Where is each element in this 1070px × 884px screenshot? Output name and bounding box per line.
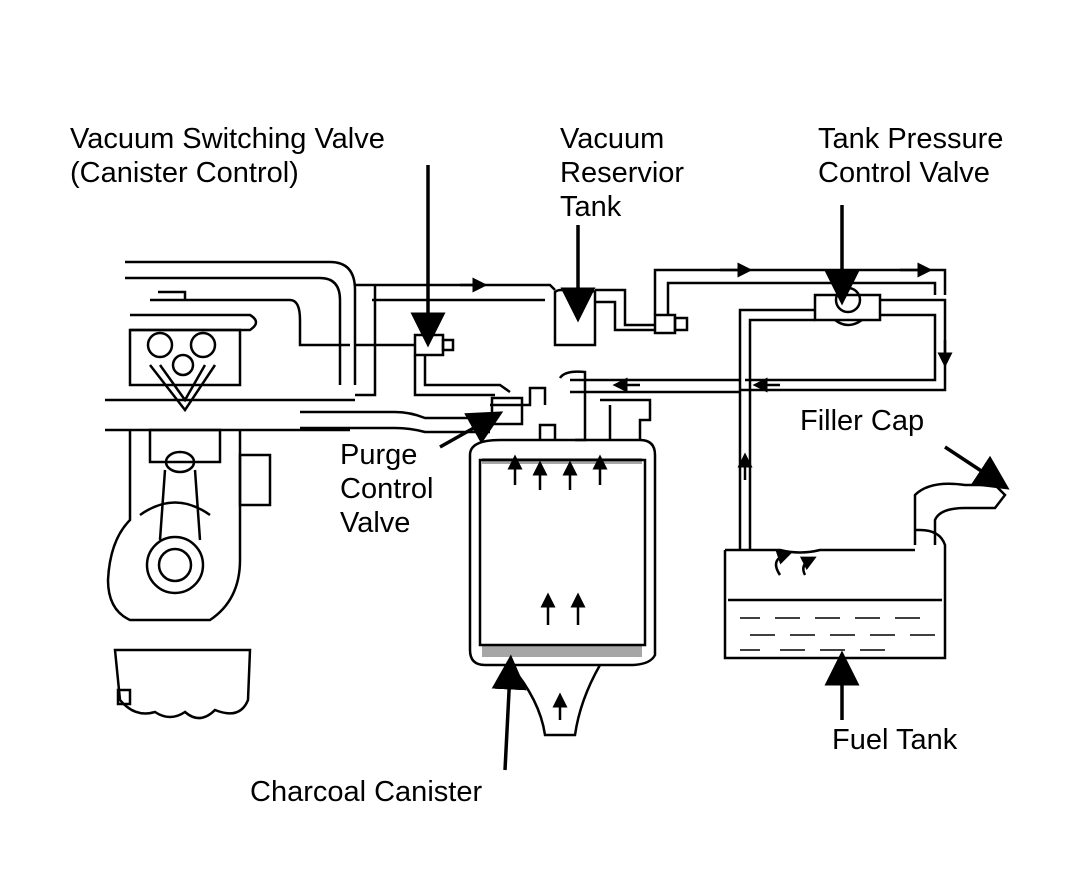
fuel-tank-label-line-1: Fuel Tank [832,724,958,756]
charcoal-canister-drawing [468,370,657,737]
tank-valve-label-line-2: Control Valve [818,157,990,189]
reservoir-label-line-2: Reservior [560,157,685,189]
vsv-label-line-2: (Canister Control) [70,157,299,189]
purge-label-line-3: Valve [340,507,411,539]
charcoal-canister-label: Charcoal Canister [250,775,482,809]
tank-valve-label-line-1: Tank Pressure [818,123,1004,155]
filler-cap-leader-arrow [944,445,1010,490]
purge-control-valve-label: Purge Control Valve [340,438,434,540]
leader-arrows [410,165,1010,771]
vacuum-switching-valve-label: Vacuum Switching Valve (Canister Control… [70,122,385,190]
canister-label-line-1: Charcoal Canister [250,776,483,808]
purge-valve-leader-arrow [439,411,504,449]
filler-cap-label-line-1: Filler Cap [800,405,925,437]
fuel-tank-drawing [723,482,1007,660]
reservoir-label-line-1: Vacuum [560,123,665,155]
fuel-tank-label: Fuel Tank [832,723,957,757]
filler-cap-label: Filler Cap [800,404,924,438]
purge-label-line-1: Purge [340,439,418,471]
vsv-label-line-1: Vacuum Switching Valve [70,123,385,155]
canister-leader-arrow [491,654,527,771]
purge-label-line-2: Control [340,473,434,505]
engine [105,260,357,720]
tank-pressure-control-valve-label: Tank Pressure Control Valve [818,122,1003,190]
reservoir-label-line-3: Tank [560,191,622,223]
vacuum-reservoir-tank-label: Vacuum Reservior Tank [560,122,684,224]
